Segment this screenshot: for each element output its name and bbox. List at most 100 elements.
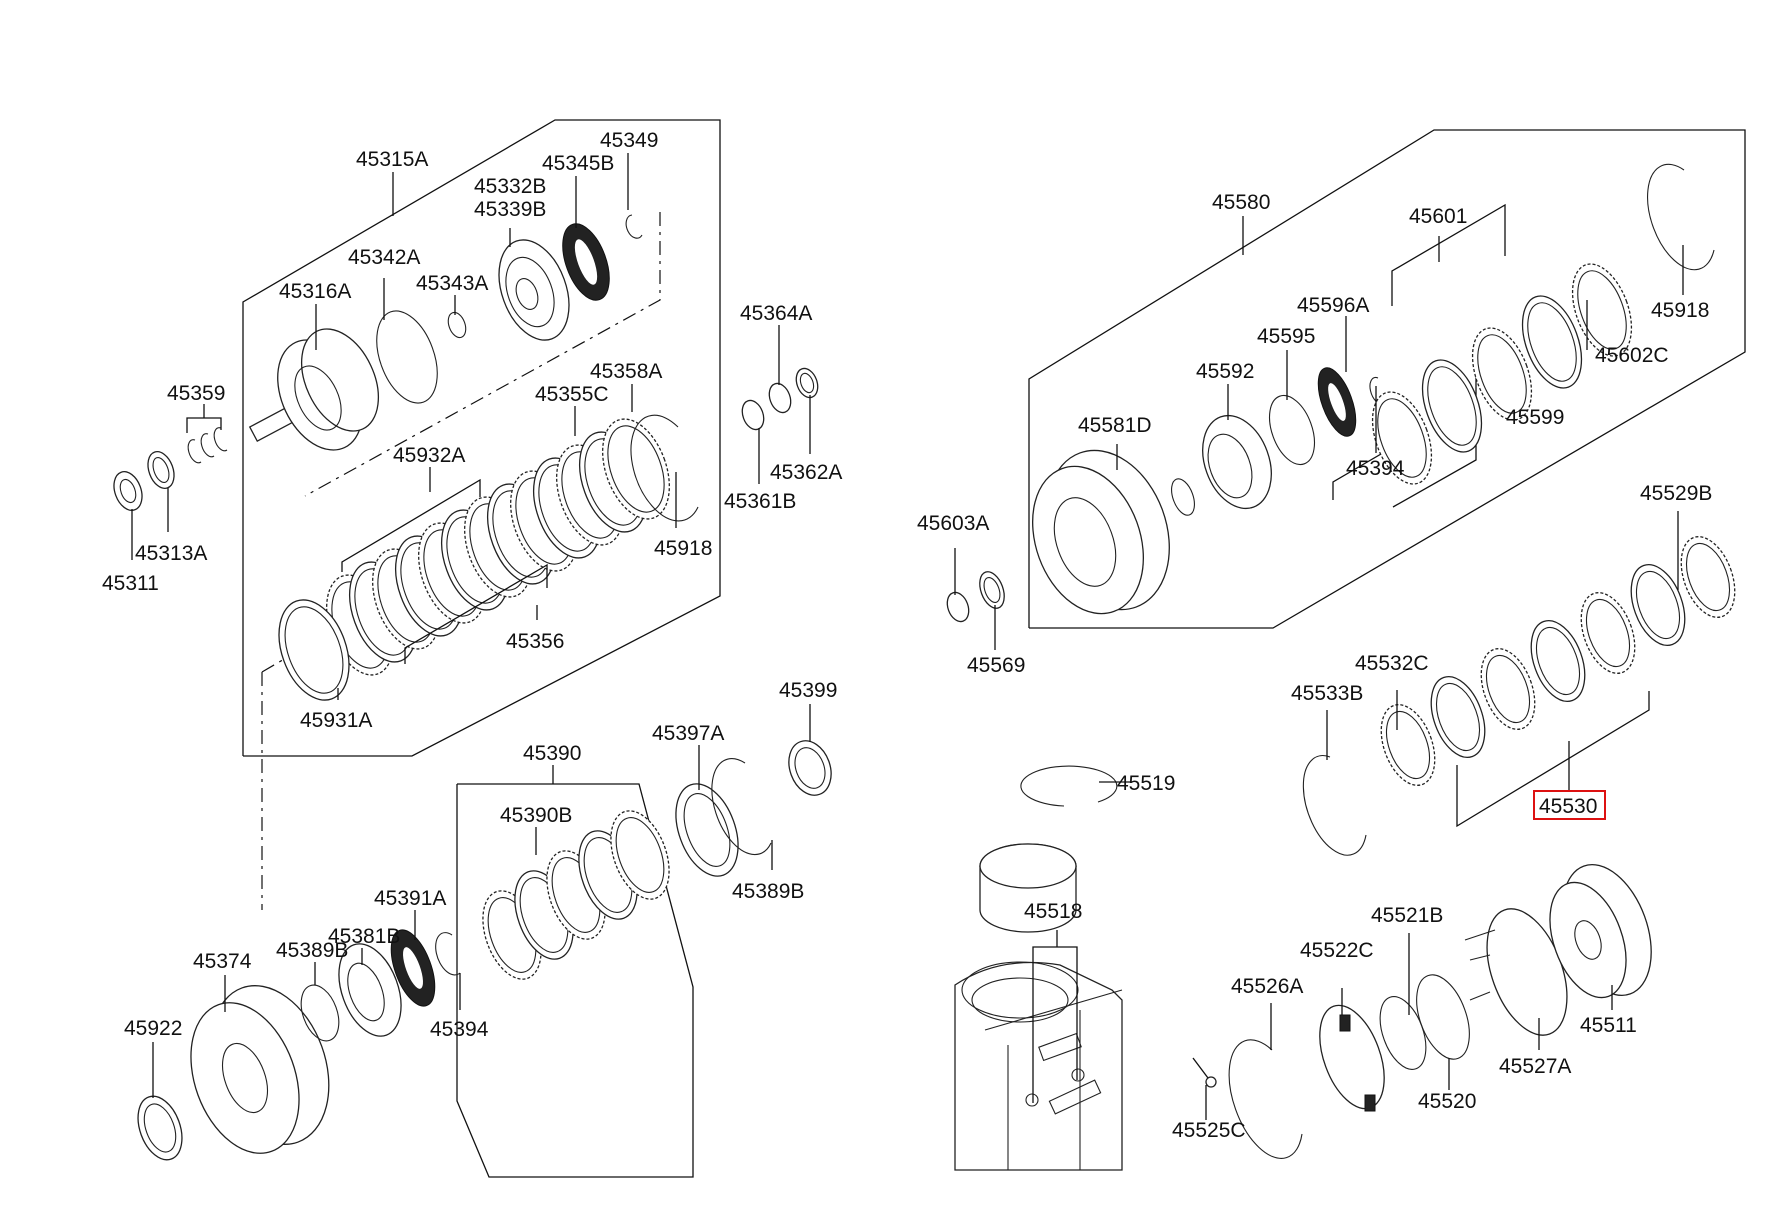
part-45389B-oring (300, 984, 340, 1042)
label-45316A[interactable]: 45316A (279, 280, 351, 303)
label-45518[interactable]: 45518 (1024, 900, 1082, 923)
clutch-plate (1380, 704, 1436, 786)
label-45358A[interactable]: 45358A (590, 360, 662, 383)
label-45530[interactable]: 45530 (1539, 795, 1597, 818)
part-45519-band (979, 843, 1077, 933)
label-45519[interactable]: 45519 (1117, 772, 1175, 795)
label-45595[interactable]: 45595 (1257, 325, 1315, 348)
label-45932A[interactable]: 45932A (393, 444, 465, 467)
label-45601[interactable]: 45601 (1409, 205, 1467, 228)
label-45362A[interactable]: 45362A (770, 461, 842, 484)
group-45580 (1028, 129, 1746, 629)
label-45581D[interactable]: 45581D (1078, 414, 1152, 437)
part-45342A-ring (376, 310, 438, 404)
part-45511-housing (1549, 864, 1652, 999)
part-small-ring (1171, 478, 1195, 516)
label-45342A[interactable]: 45342A (348, 246, 420, 269)
clutch-plate-inner (1685, 542, 1731, 612)
label-45356[interactable]: 45356 (506, 630, 564, 653)
label-45569[interactable]: 45569 (967, 654, 1025, 677)
label-45399[interactable]: 45399 (779, 679, 837, 702)
clutch-plates-45390 (482, 810, 670, 980)
label-45374[interactable]: 45374 (193, 950, 252, 973)
label-45599[interactable]: 45599 (1506, 406, 1564, 429)
label-45526A[interactable]: 45526A (1231, 975, 1303, 998)
label-45603A[interactable]: 45603A (917, 512, 989, 535)
label-45332B[interactable]: 45332B (474, 175, 546, 198)
label-45394-right[interactable]: 45394 (1346, 457, 1405, 480)
label-45355C[interactable]: 45355C (535, 383, 609, 406)
part-45332B-piston (498, 239, 570, 341)
label-45525C[interactable]: 45525C (1172, 1119, 1246, 1142)
clutch-plate (1480, 648, 1536, 730)
bracket-45518 (1032, 946, 1078, 1103)
parts-45374-group (137, 929, 461, 1161)
parts-45364A-group (741, 367, 819, 431)
label-45511[interactable]: 45511 (1580, 1014, 1637, 1037)
part-45518-housing (954, 961, 1123, 1171)
label-45596A[interactable]: 45596A (1297, 294, 1369, 317)
label-45918-upper[interactable]: 45918 (654, 537, 712, 560)
clutch-plate-inner (1585, 598, 1631, 668)
label-45521B[interactable]: 45521B (1371, 904, 1443, 927)
clutch-plate (1521, 295, 1583, 389)
label-45389B-right[interactable]: 45389B (732, 880, 804, 903)
part-45595-oring (1268, 394, 1316, 466)
clutch-plate-inner (1435, 682, 1481, 752)
label-45359[interactable]: 45359 (167, 382, 225, 405)
clutch-plate-inner (1377, 398, 1427, 478)
label-45580[interactable]: 45580 (1212, 191, 1270, 214)
part-45362A-washer (795, 367, 819, 399)
label-45345B[interactable]: 45345B (542, 152, 614, 175)
label-45381B[interactable]: 45381B (328, 925, 400, 948)
bracket-45599-right (1392, 360, 1477, 508)
label-45522C[interactable]: 45522C (1300, 939, 1374, 962)
label-45390[interactable]: 45390 (523, 742, 581, 765)
part-45389B-snapring (711, 758, 772, 856)
label-45391A[interactable]: 45391A (374, 887, 446, 910)
clutch-plate (1630, 564, 1686, 646)
parts-45518-group (954, 765, 1123, 1171)
label-45390B[interactable]: 45390B (500, 804, 572, 827)
label-45349[interactable]: 45349 (600, 129, 658, 152)
part-45592-piston (1202, 414, 1272, 510)
label-45339B[interactable]: 45339B (474, 198, 546, 221)
label-45532C[interactable]: 45532C (1355, 652, 1429, 675)
parts-45359-group (113, 427, 228, 511)
clutch-plate (1471, 327, 1533, 421)
label-45389B-left[interactable]: 45389B (276, 939, 348, 962)
label-45311[interactable]: 45311 (102, 572, 159, 595)
label-45364A[interactable]: 45364A (740, 302, 812, 325)
part-45364A-bearing (768, 382, 792, 414)
part-45397A-plate (675, 783, 739, 877)
label-45592[interactable]: 45592 (1196, 360, 1254, 383)
part-45343A-ring (447, 311, 467, 339)
clutch-plate-inner (1635, 570, 1681, 640)
part-45918-snapring (630, 414, 699, 522)
part-45569-bearing (979, 571, 1005, 609)
label-45922[interactable]: 45922 (124, 1017, 182, 1040)
label-45394-left[interactable]: 45394 (430, 1018, 489, 1041)
part-45311-washer (113, 471, 143, 511)
part-labels: 45315A 45349 45345B 45332B 45339B 45342A… (102, 129, 1712, 1142)
part-45520-oring (1416, 974, 1470, 1060)
label-45602C[interactable]: 45602C (1595, 344, 1669, 367)
part-45519-ring (1020, 765, 1118, 807)
label-45315A[interactable]: 45315A (356, 148, 428, 171)
label-45313A[interactable]: 45313A (135, 542, 207, 565)
parts-45511-group (1192, 864, 1652, 1159)
label-45397A[interactable]: 45397A (652, 722, 724, 745)
label-45918-right[interactable]: 45918 (1651, 299, 1709, 322)
clutch-plate-inner (1427, 366, 1477, 446)
leader-lines (131, 153, 1684, 1120)
part-45361B-race (741, 399, 765, 431)
label-45361B[interactable]: 45361B (724, 490, 796, 513)
label-45529B[interactable]: 45529B (1640, 482, 1712, 505)
group-45315A (242, 119, 721, 910)
label-45533B[interactable]: 45533B (1291, 682, 1363, 705)
label-45931A[interactable]: 45931A (300, 709, 372, 732)
part-45931A-plate (278, 599, 350, 701)
label-45343A[interactable]: 45343A (416, 272, 488, 295)
label-45520[interactable]: 45520 (1418, 1090, 1476, 1113)
label-45527A[interactable]: 45527A (1499, 1055, 1571, 1078)
